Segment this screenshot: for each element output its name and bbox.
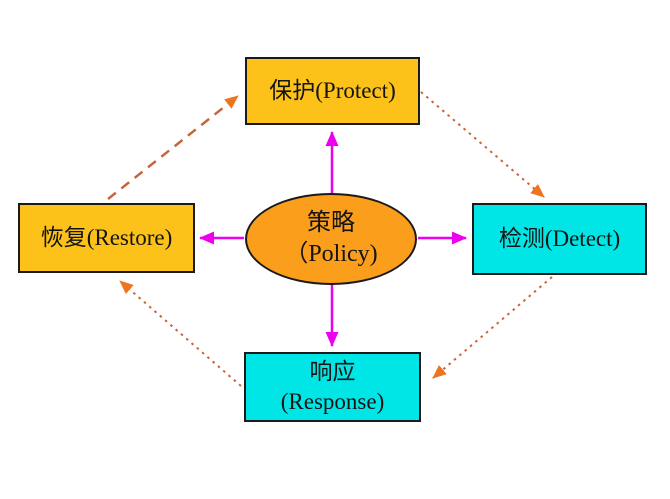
- cycle-arrow-detect-to-response: [432, 276, 553, 379]
- node-protect: 保护(Protect): [245, 57, 420, 125]
- cycle-arrow-protect-to-detect: [420, 91, 545, 198]
- node-policy-label-line1: 策略: [307, 209, 355, 236]
- node-detect-label: 检测(Detect): [498, 225, 621, 251]
- cycle-arrow-response-to-restore: [119, 280, 242, 387]
- node-restore-label: 恢复(Restore): [40, 224, 173, 250]
- node-policy: 策略 （Policy): [245, 193, 417, 285]
- node-response-label-line1: 响应: [309, 359, 356, 385]
- node-restore: 恢复(Restore): [18, 203, 195, 273]
- node-response-label-line2: (Response): [280, 389, 385, 414]
- node-policy-label-line2: （Policy): [284, 241, 378, 267]
- node-detect: 检测(Detect): [472, 203, 647, 275]
- node-response: 响应 (Response): [244, 352, 421, 422]
- node-protect-label: 保护(Protect): [269, 77, 396, 103]
- cycle-arrow-restore-to-protect: [107, 95, 239, 200]
